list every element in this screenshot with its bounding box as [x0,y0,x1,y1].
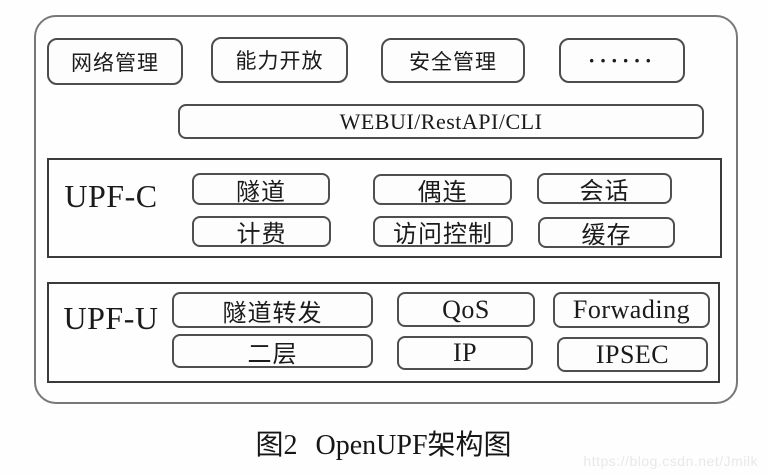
upf-u-box-forwading-label: Forwading [572,295,691,324]
figure-title: OpenUPF架构图 [315,430,512,461]
upf-c-box-access-control-label: 访问控制 [393,222,493,248]
figure-caption: 图2 OpenUPF架构图 [0,423,767,463]
upf-c-box-tunnel: 隧道 [192,173,330,206]
top-box-security-management: 安全管理 [381,38,525,83]
upf-u-box-layer2: 二层 [172,334,373,368]
upf-c-box-charging: 计费 [192,216,331,248]
api-interface-bar-label: WEBUI/RestAPI/CLI [339,108,543,134]
upf-u-box-tunnel-forwarding: 隧道转发 [172,292,373,328]
figure-number: 图2 [255,430,298,461]
upf-c-box-session-label: 会话 [579,179,630,205]
upf-c-box-charging-label: 计费 [236,222,287,248]
csdn-watermark: https://blog.csdn.net/Jmilk [583,453,758,469]
top-box-capability-exposure: 能力开放 [211,37,348,83]
upf-u-box-ip-label: IP [452,338,478,367]
upf-u-box-qos-label: QoS [442,294,490,324]
api-interface-bar: WEBUI/RestAPI/CLI [178,104,704,139]
upf-u-box-ip: IP [397,336,533,370]
upf-c-box-cache: 缓存 [538,217,675,249]
top-box-network-management-label: 网络管理 [71,50,159,75]
upf-c-box-tunnel-label: 隧道 [236,179,286,206]
upf-c-box-association: 偶连 [373,174,512,206]
upf-u-box-ipsec-label: IPSEC [595,339,670,369]
top-box-ellipsis: ······ [559,38,685,83]
upf-u-box-qos: QoS [397,292,535,327]
upf-u-box-ipsec: IPSEC [557,337,708,372]
upf-u-section-title: UPF-U [63,300,159,336]
upf-u-box-tunnel-forwarding-label: 隧道转发 [222,300,323,327]
upf-u-box-forwading: Forwading [553,292,710,328]
upf-u-box-layer2-label: 二层 [247,341,298,368]
upf-c-section-title: UPF-C [64,178,158,214]
upf-c-box-cache-label: 缓存 [581,223,632,249]
top-box-security-management-label: 安全管理 [409,49,497,74]
upf-c-box-access-control: 访问控制 [373,216,513,248]
top-box-ellipsis-label: ······ [587,47,657,73]
upf-c-box-session: 会话 [537,173,672,205]
upf-c-box-association-label: 偶连 [417,180,468,206]
top-box-network-management: 网络管理 [47,38,183,85]
top-box-capability-exposure-label: 能力开放 [235,49,324,73]
